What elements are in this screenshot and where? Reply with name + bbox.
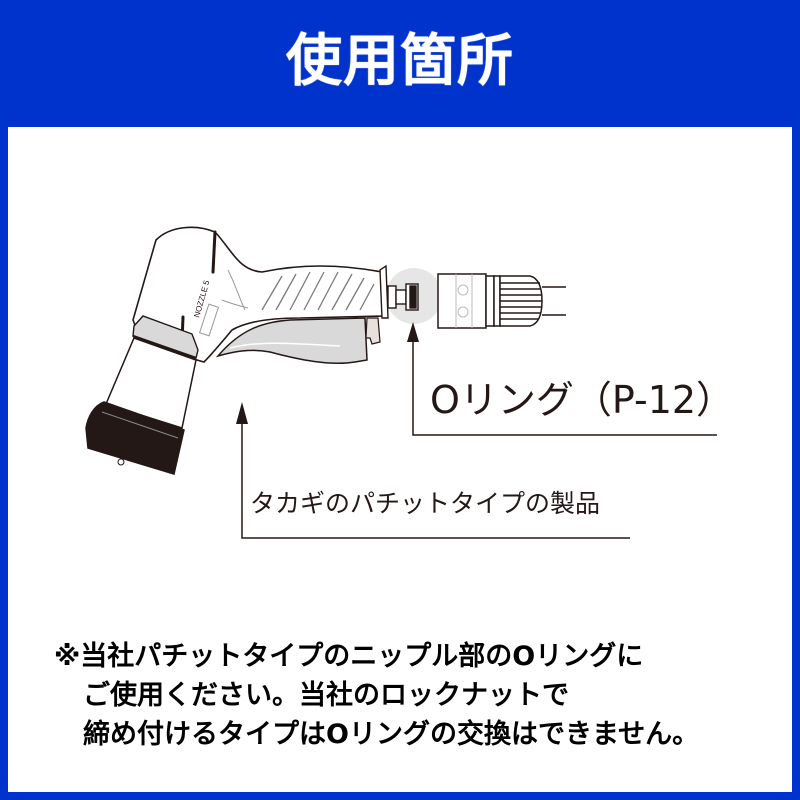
product-callout-label: タカギのパチットタイプの製品 (250, 489, 601, 518)
trigger-icon (215, 317, 368, 365)
nozzle-body-icon (132, 226, 385, 363)
spray-cap-icon (85, 401, 185, 475)
page-title: 使用箇所 (286, 28, 514, 94)
nipple-connector-icon (387, 283, 419, 311)
note-line-2: ご使用ください。当社のロックナットで (83, 680, 569, 711)
header-banner: 使用箇所 (0, 0, 800, 127)
product-callout-leader (241, 420, 630, 539)
note-line-3: 締め付けるタイプはOリングの交換はできません。 (83, 719, 700, 750)
nozzle-barrel-icon (104, 337, 197, 429)
product-arrow-icon (236, 402, 248, 424)
oring-callout-leader (412, 340, 717, 436)
grip-ribs (261, 271, 375, 311)
oring-arrow-icon (407, 322, 419, 342)
hose-coupling-icon (437, 273, 566, 329)
oring-callout-label: Oリング（P-12） (430, 378, 735, 422)
note-line-1: ※当社パチットタイプのニップル部のOリングに (54, 641, 644, 672)
usage-note: ※当社パチットタイプのニップル部のOリングに ご使用ください。当社のロックナット… (54, 637, 699, 754)
